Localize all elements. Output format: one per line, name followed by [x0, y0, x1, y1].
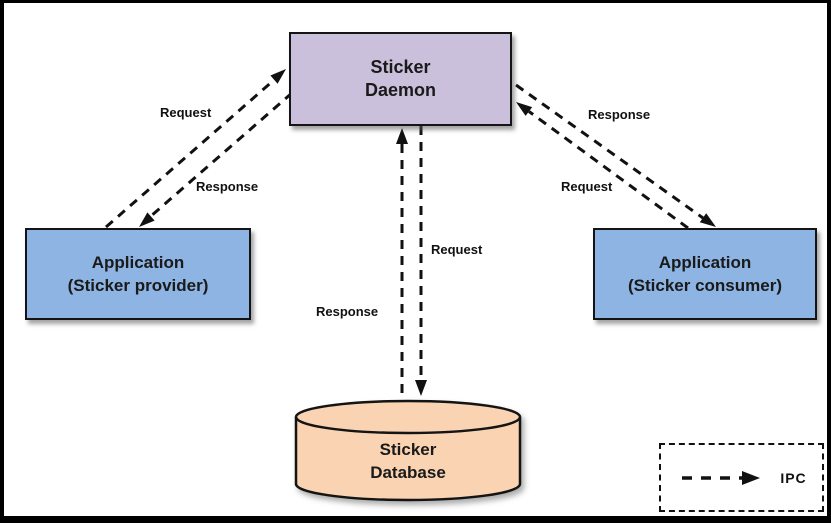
node-label-line2: Daemon: [364, 80, 436, 100]
arrowhead-icon: [516, 102, 533, 116]
node-sticker-daemon: Sticker Daemon: [289, 32, 512, 126]
legend-box: IPC: [659, 443, 824, 512]
edge-consumer-to-daemon: [516, 102, 689, 230]
node-label-sticker-database: Sticker Database: [296, 438, 520, 484]
edge-daemon-to-consumer: [515, 83, 716, 227]
edge-label-database-request: Request: [431, 242, 483, 257]
edge-label-consumer-request: Request: [561, 179, 613, 194]
node-label-line1: Application: [91, 253, 185, 272]
node-sticker-database: [294, 399, 522, 502]
node-label-line1: Sticker: [370, 57, 431, 77]
legend-label: IPC: [780, 469, 807, 486]
connector-layer: [105, 69, 716, 502]
edge-daemon-to-provider: [139, 91, 293, 227]
ipc-dashed-arrow-icon: [682, 470, 761, 485]
database-cylinder-body: [294, 399, 522, 502]
node-label-line2: (Sticker provider): [67, 276, 209, 295]
arrowhead-icon: [396, 128, 408, 144]
node-app-provider: Application (Sticker provider): [25, 228, 251, 320]
arrowhead-icon: [270, 69, 286, 84]
edge-daemon-to-database: [415, 126, 427, 396]
edge-label-database-response: Response: [316, 304, 379, 319]
database-cylinder-top-rim: [294, 416, 522, 435]
node-label-line2: (Sticker consumer): [628, 276, 782, 295]
arrowhead-icon: [699, 213, 716, 227]
arrowhead-icon: [415, 380, 427, 396]
edge-label-provider-response: Response: [196, 179, 259, 194]
edge-label-consumer-response: Response: [588, 107, 651, 122]
edge-database-to-daemon: [396, 128, 408, 401]
arrowhead-icon: [139, 212, 155, 227]
edge-provider-to-daemon: [105, 69, 286, 229]
node-label-line1: Application: [658, 253, 752, 272]
node-label-line1: Sticker: [379, 440, 437, 459]
edge-label-provider-request: Request: [160, 105, 212, 120]
node-label-line2: Database: [370, 463, 446, 482]
node-app-consumer: Application (Sticker consumer): [593, 228, 817, 320]
